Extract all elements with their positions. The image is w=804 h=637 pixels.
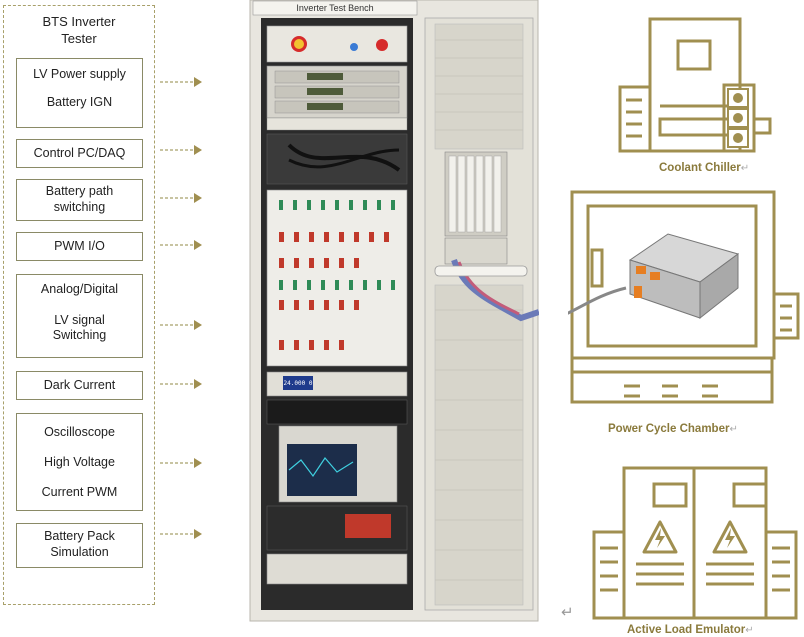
meter-display: 24.000 0 (283, 380, 313, 387)
module-line: LV signal (54, 313, 105, 327)
power-cycle-chamber-label: Power Cycle Chamber (608, 423, 730, 435)
module-line: Battery path (45, 184, 114, 198)
power-cycle-chamber-caption: Power Cycle Chamber↵ (608, 423, 738, 435)
arrow-right-icon (160, 458, 202, 468)
module-lv-power: LV Power supply Battery IGN (16, 58, 143, 128)
tester-title-line2: Tester (61, 31, 97, 46)
module-line: LV Power supply (33, 67, 126, 81)
module-control-pc: Control PC/DAQ (16, 139, 143, 168)
return-mark-icon: ↵ (561, 604, 574, 621)
module-line: Dark Current (43, 378, 116, 392)
module-line: Battery IGN (46, 95, 113, 109)
tester-title-line1: BTS Inverter (42, 14, 116, 29)
tester-title: BTS Inverter Tester (3, 13, 155, 47)
module-line: Analog/Digital (40, 282, 119, 296)
module-battery-path: Battery path switching (16, 179, 143, 221)
coolant-chiller-caption: Coolant Chiller↵ (659, 162, 749, 174)
module-dark-current: Dark Current (16, 371, 143, 400)
return-mark-icon: ↵ (729, 424, 738, 435)
module-line: Oscilloscope (44, 425, 115, 439)
arrow-right-icon (160, 193, 202, 203)
arrow-right-icon (160, 320, 202, 330)
power-cycle-chamber-icon (568, 190, 800, 404)
module-line: switching (53, 200, 106, 214)
active-load-emulator-icon (592, 466, 798, 620)
arrow-right-icon (160, 240, 202, 250)
arrow-right-icon (160, 77, 202, 87)
arrow-right-icon (160, 145, 202, 155)
active-load-emulator-caption: Active Load Emulator↵ (627, 624, 754, 636)
rack-illustration (249, 0, 539, 622)
tester-outline (3, 5, 155, 605)
module-battery-pack: Battery Pack Simulation (16, 523, 143, 568)
module-line: Simulation (50, 545, 109, 559)
module-line: Battery Pack (44, 529, 115, 543)
coolant-chiller-icon (618, 17, 772, 153)
rack-title: Inverter Test Bench (296, 3, 374, 13)
module-line: Switching (52, 328, 107, 342)
module-analog-digital: Analog/Digital LV signal Switching (16, 274, 143, 358)
module-oscilloscope: Oscilloscope High Voltage Current PWM (16, 413, 143, 511)
coolant-chiller-label: Coolant Chiller (659, 162, 741, 174)
module-line: Current PWM (41, 485, 118, 499)
module-pwm-io: PWM I/O (16, 232, 143, 261)
module-line: High Voltage (44, 455, 115, 469)
return-mark-icon: ↵ (745, 625, 754, 636)
arrow-right-icon (160, 379, 202, 389)
return-mark-icon: ↵ (740, 163, 750, 174)
module-line: Control PC/DAQ (33, 146, 126, 160)
module-line: PWM I/O (54, 239, 105, 253)
active-load-emulator-label: Active Load Emulator (627, 624, 746, 636)
arrow-right-icon (160, 529, 202, 539)
